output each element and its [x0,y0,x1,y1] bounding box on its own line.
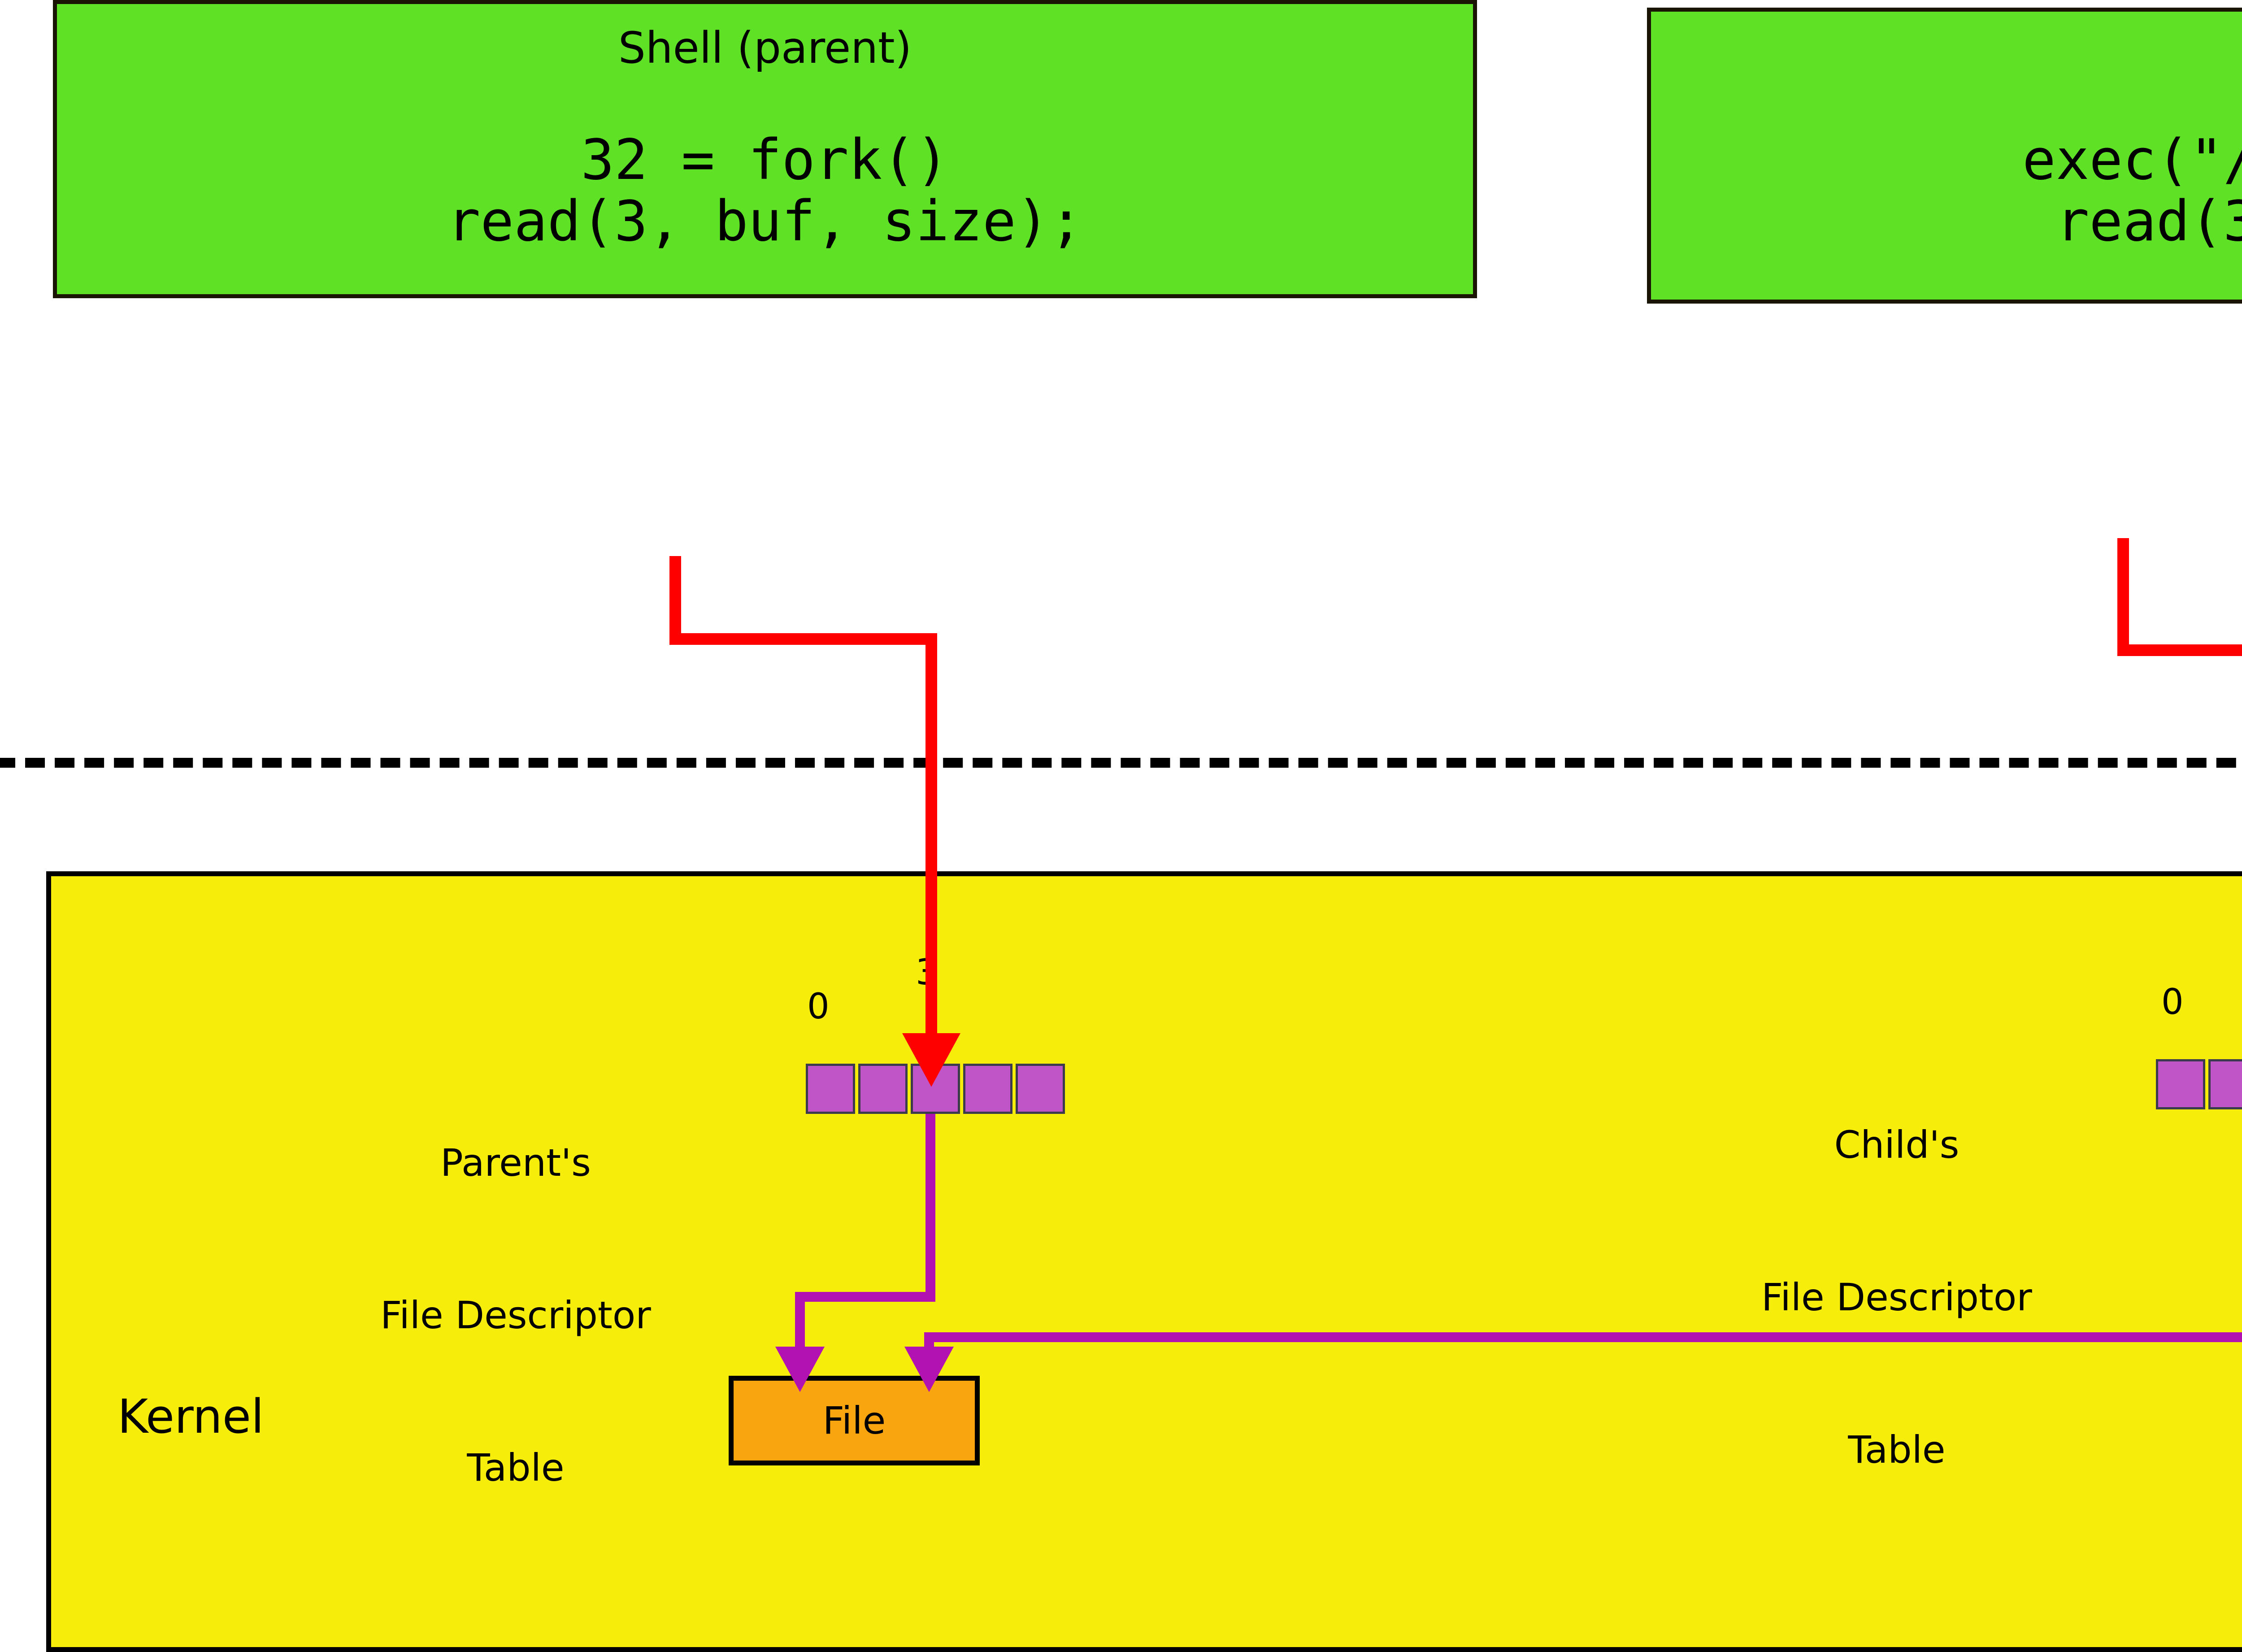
parent-fd-cell-0[interactable] [806,1064,855,1114]
child-fd-table-label-line-1: Child's [1834,1122,1960,1167]
process-code-line-child-2: read(3, buf, size); [2055,189,2242,254]
parent-fd-cell-2[interactable] [911,1064,960,1114]
parent-fd-table-label-line-3: Table [467,1446,565,1490]
process-code-line-parent-2: read(3, buf, size); [447,189,1083,254]
process-code-line-child-1: exec("/bin/wc", argv) [2022,128,2242,192]
process-code-line-parent-1: 32 = fork() [581,128,949,192]
user-kernel-boundary [0,758,2242,768]
kernel-label: Kernel [117,1389,264,1444]
child-fd-table-label-line-3: Table [1848,1428,1946,1472]
child-fd-cell-1[interactable] [2208,1059,2242,1109]
parent-fd-cell-3[interactable] [963,1064,1012,1114]
process-title-parent: Shell (parent) [618,23,912,73]
parent-fd-index-3: 3 [916,952,938,993]
file-object-label: File [822,1399,886,1443]
child-fd-cell-0[interactable] [2156,1059,2205,1109]
parent-fd-table-label-line-1: Parent's [440,1140,591,1185]
child-fd-index-0: 0 [2161,982,2184,1022]
child-fd-table-label-line-2: File Descriptor [1761,1275,2032,1319]
kernel-box [46,871,2242,1652]
file-object-box[interactable]: File [729,1376,980,1465]
parent-fd-cell-4[interactable] [1016,1064,1065,1114]
child-fd-table[interactable] [2156,1059,2242,1109]
process-box-child: wc -l exec("/bin/wc", argv) read(3, buf,… [1647,8,2242,304]
process-title-child: wc -l [1651,28,2242,78]
child-fd-table-label: Child's File Descriptor Table [1695,1018,2099,1577]
parent-fd-table-label-line-2: File Descriptor [380,1293,651,1337]
process-box-parent: Shell (parent) 32 = fork() read(3, buf, … [53,0,1477,298]
parent-fd-table[interactable] [806,1064,1065,1114]
parent-fd-index-0: 0 [807,987,830,1027]
parent-fd-cell-1[interactable] [858,1064,908,1114]
parent-fd-table-label: Parent's File Descriptor Table [314,1036,717,1595]
